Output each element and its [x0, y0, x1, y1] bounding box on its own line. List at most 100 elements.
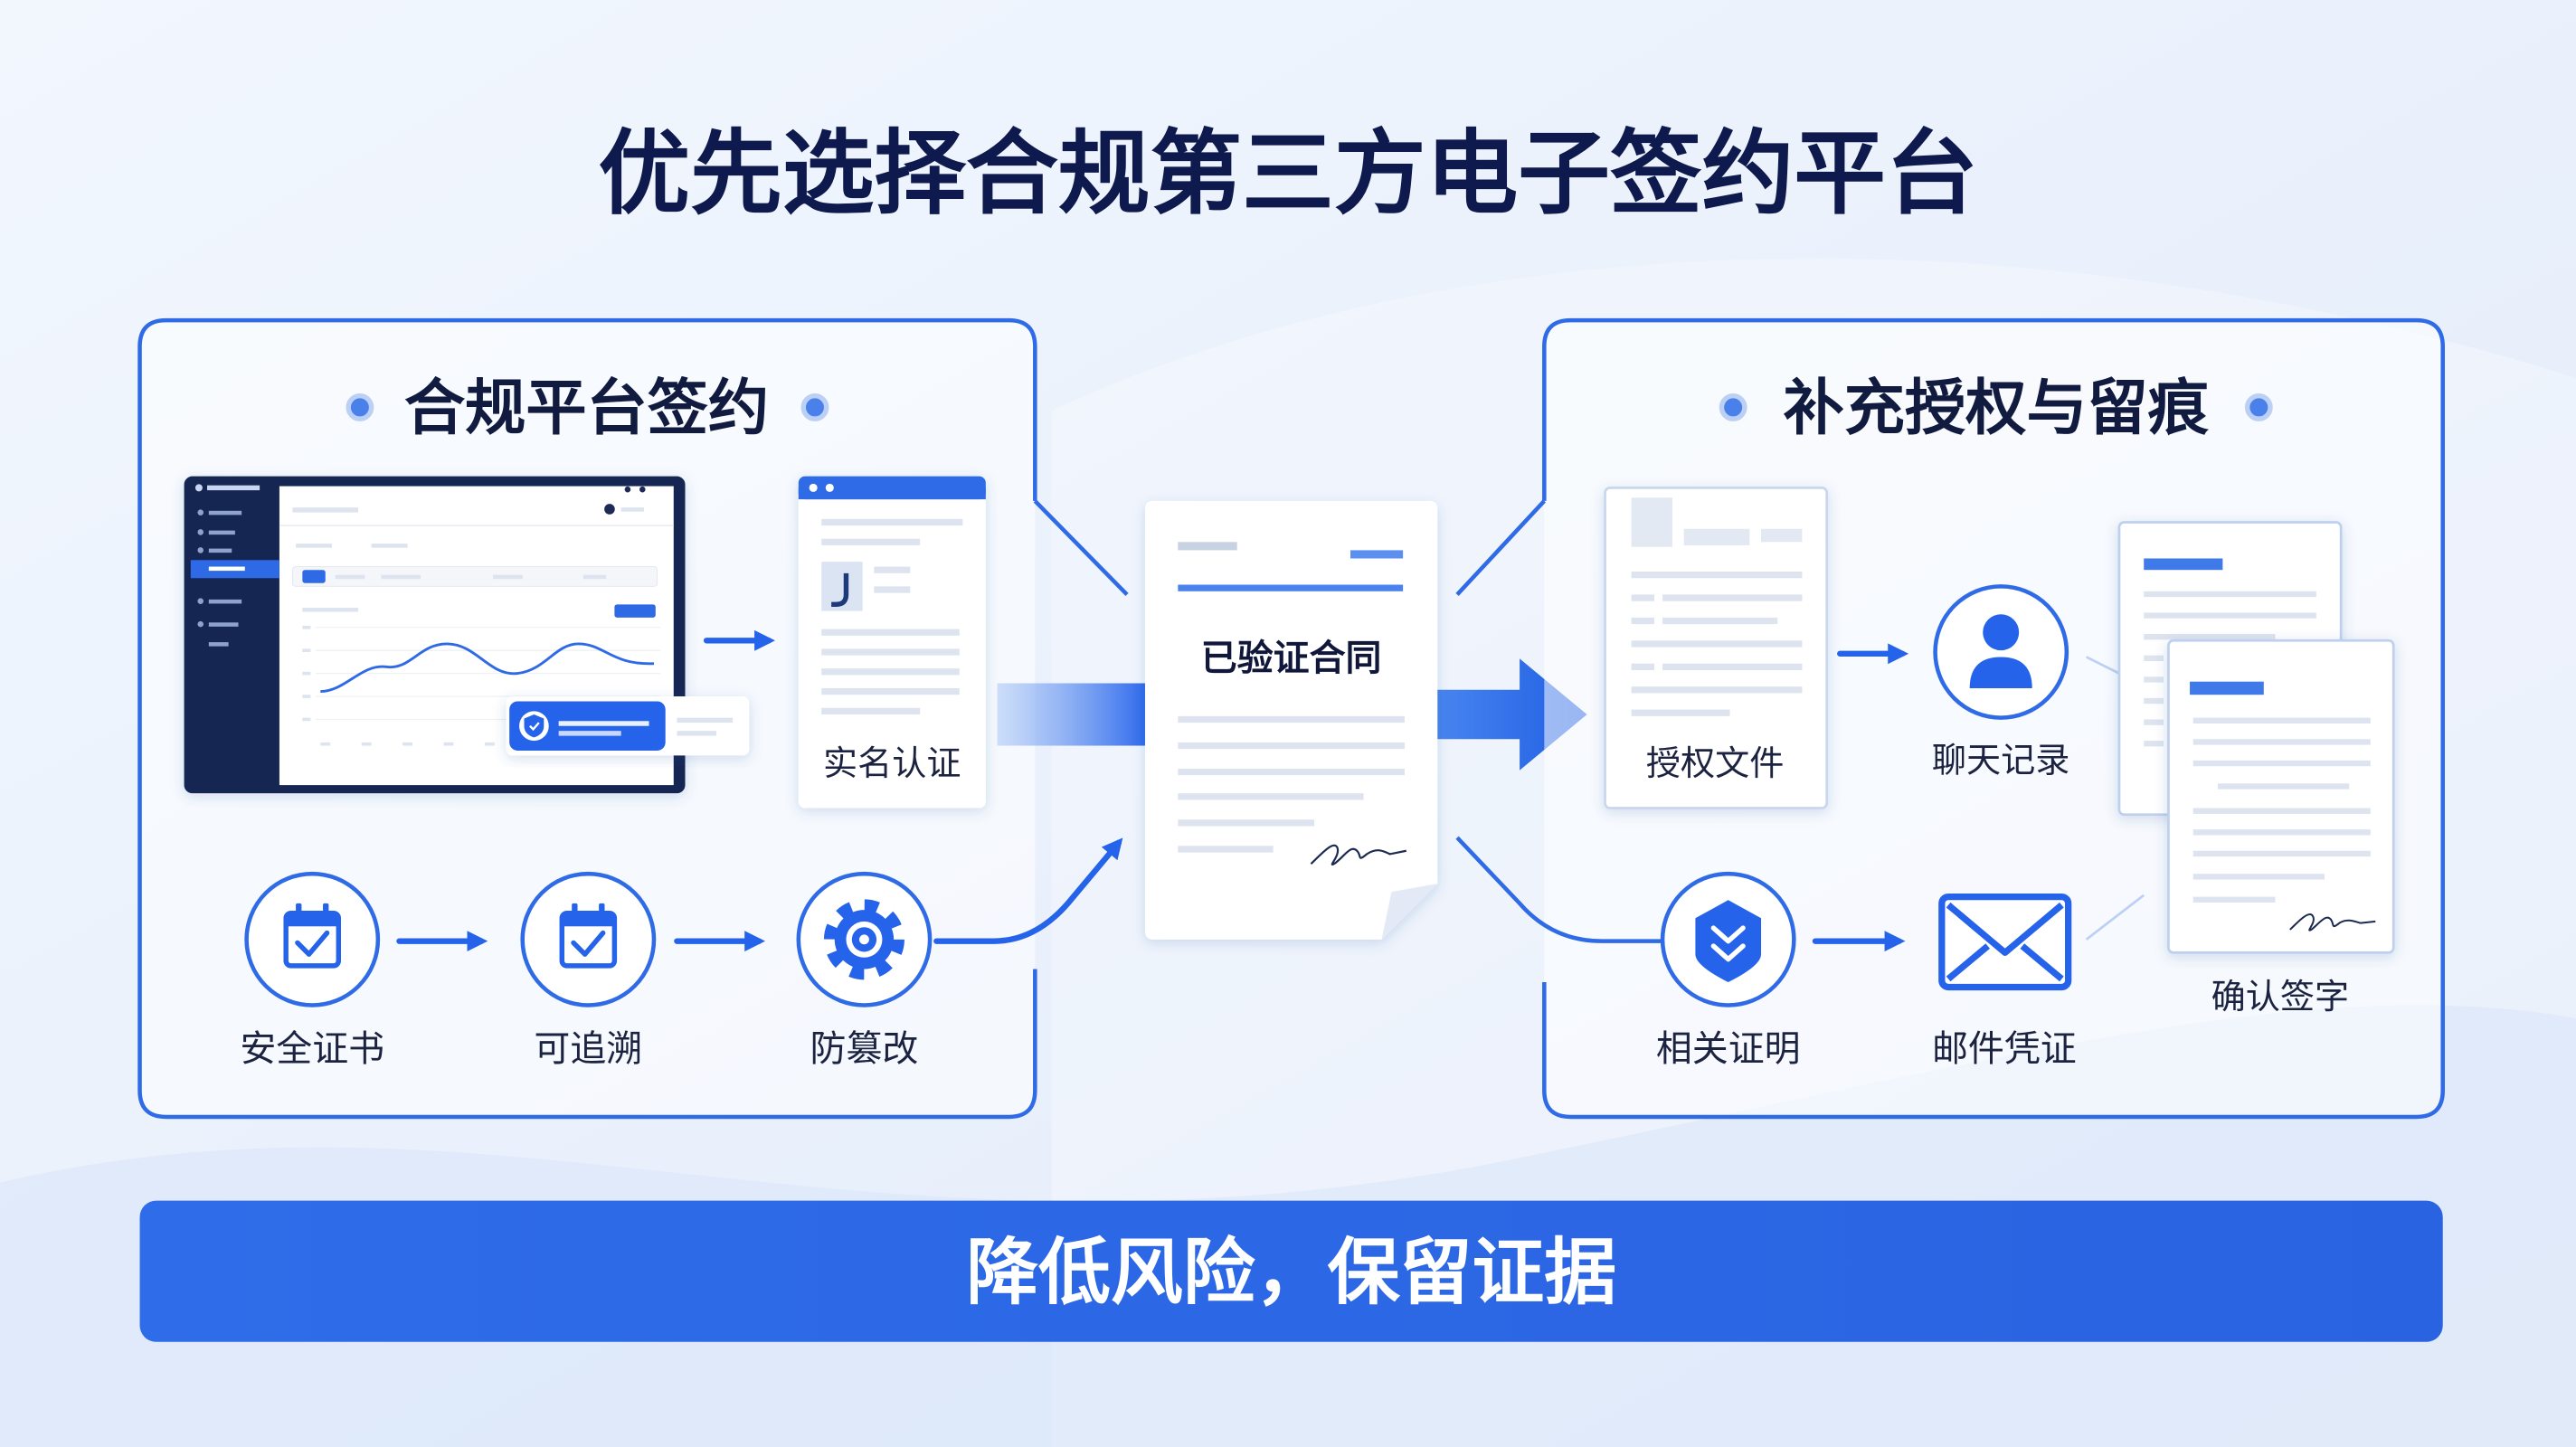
contract-title: 已验证合同: [1201, 638, 1382, 679]
avatar-icon: [831, 572, 849, 608]
right-panel-heading: 补充授权与留痕: [1719, 373, 2273, 443]
signed-documents: 确认签字: [2117, 521, 2395, 1017]
dashboard-logo-bar: [206, 485, 260, 491]
signature-icon: [1310, 844, 1406, 866]
id-card-label: 实名认证: [823, 743, 961, 783]
gear-icon: [823, 899, 904, 980]
chart-y-tick: [302, 648, 311, 652]
chart-x-tick: [402, 742, 413, 746]
dashboard-breadcrumb: [371, 544, 408, 548]
chart-x-tick: [320, 742, 331, 746]
dashboard-chart: [302, 604, 661, 746]
dashboard-header-title: [292, 507, 359, 513]
feature-label: 可追溯: [534, 1028, 642, 1070]
chart-x-tick: [443, 742, 454, 746]
left-panel: 合规平台签约: [137, 317, 1129, 1120]
verified-badge-card: [506, 696, 750, 756]
doc-line: [2192, 760, 2371, 767]
id-card-line: [821, 538, 921, 545]
id-card-line: [874, 566, 911, 573]
doc-line: [2144, 634, 2276, 640]
flow-bar-left: [997, 683, 1154, 746]
id-card-bg: [798, 476, 986, 809]
chart-y-tick: [302, 695, 311, 698]
contract-line: [1178, 715, 1405, 724]
doc-line: [2192, 829, 2371, 836]
email-record-label: 邮件凭证: [1932, 1028, 2077, 1070]
filter-chip: [582, 574, 607, 580]
filter-chip: [335, 574, 365, 580]
sidebar-item: [208, 530, 235, 535]
related-proof-label: 相关证明: [1656, 1028, 1801, 1070]
dashboard-filter-bar: [291, 566, 658, 587]
doc-line: [2192, 850, 2371, 857]
filter-bar-bg: [291, 566, 658, 587]
envelope-icon: [1938, 893, 2072, 991]
dashboard-breadcrumb: [296, 544, 333, 548]
badge-text-line: [677, 717, 734, 724]
shield-chevron-icon: [1695, 900, 1762, 983]
chat-record-label: 聊天记录: [1932, 741, 2070, 780]
banner-text: 降低风险，保留证据: [966, 1231, 1616, 1315]
signature-icon: [2289, 913, 2376, 932]
dashboard-avatar-icon: [604, 504, 615, 515]
chat-record-ring: [1933, 584, 2069, 720]
sidebar-item: [208, 510, 242, 515]
doc-header-bar: [1683, 528, 1750, 545]
feature-ring: [520, 871, 657, 1007]
feature-traceable: 可追溯: [520, 871, 657, 1070]
sidebar-item: [208, 642, 229, 647]
right-panel-lower-connector: [1455, 836, 1662, 943]
right-panel-heading-text: 补充授权与留痕: [1784, 373, 2210, 443]
id-card-line: [821, 668, 960, 676]
contract-header-accent: [1350, 550, 1404, 559]
dashboard-logo-icon: [194, 484, 203, 492]
heading-dot-icon: [1719, 392, 1747, 421]
doc-title-bar: [2144, 558, 2223, 571]
window-dot-icon: [809, 483, 818, 492]
signed-documents-label: 确认签字: [2211, 977, 2350, 1017]
id-card-topbar-base: [798, 487, 986, 500]
feature-label: 防篡改: [810, 1028, 919, 1070]
doc-line: [1631, 663, 1654, 670]
filter-chip: [492, 574, 523, 580]
doc-header-bar: [1761, 528, 1803, 543]
doc-line: [1631, 572, 1803, 579]
doc-line: [1662, 663, 1803, 670]
doc-line: [2144, 697, 2164, 705]
chart-button: [614, 604, 656, 618]
doc-line: [2217, 783, 2350, 790]
dashboard-sidebar: [190, 484, 279, 647]
chart-y-tick: [302, 625, 311, 629]
chart-line: [320, 642, 655, 694]
shield-icon: [524, 714, 545, 738]
feature-tamper-proof: 防篡改: [796, 871, 933, 1070]
contract-divider: [1178, 584, 1404, 591]
sidebar-item: [208, 599, 242, 604]
contract-line: [1178, 793, 1364, 800]
right-panel-border: [1542, 317, 2446, 1120]
doc-line: [2192, 896, 2276, 903]
banner-bg: [139, 1200, 2443, 1342]
badge-text-line: [558, 731, 621, 736]
sidebar-item-icon: [197, 598, 204, 604]
bottom-banner: 降低风险，保留证据: [139, 1200, 2443, 1342]
doc-line: [2192, 717, 2371, 724]
chart-y-tick: [302, 717, 311, 722]
doc-line: [2192, 874, 2325, 880]
calendar-check-icon: [559, 903, 618, 969]
id-card-line: [821, 707, 921, 715]
badge-text-line: [677, 731, 716, 736]
feature-label: 安全证书: [240, 1028, 384, 1070]
doc-line: [2144, 612, 2316, 619]
contract-line: [1178, 768, 1405, 776]
filter-chip: [381, 574, 421, 580]
feature-security-certificate: 安全证书: [240, 871, 384, 1070]
sidebar-item-active-label: [208, 566, 245, 572]
feature-ring: [244, 871, 381, 1007]
authorization-document-label: 授权文件: [1646, 743, 1785, 783]
doc-line: [2144, 591, 2316, 598]
contract-line: [1178, 819, 1315, 827]
contract-header-bar: [1178, 542, 1237, 551]
